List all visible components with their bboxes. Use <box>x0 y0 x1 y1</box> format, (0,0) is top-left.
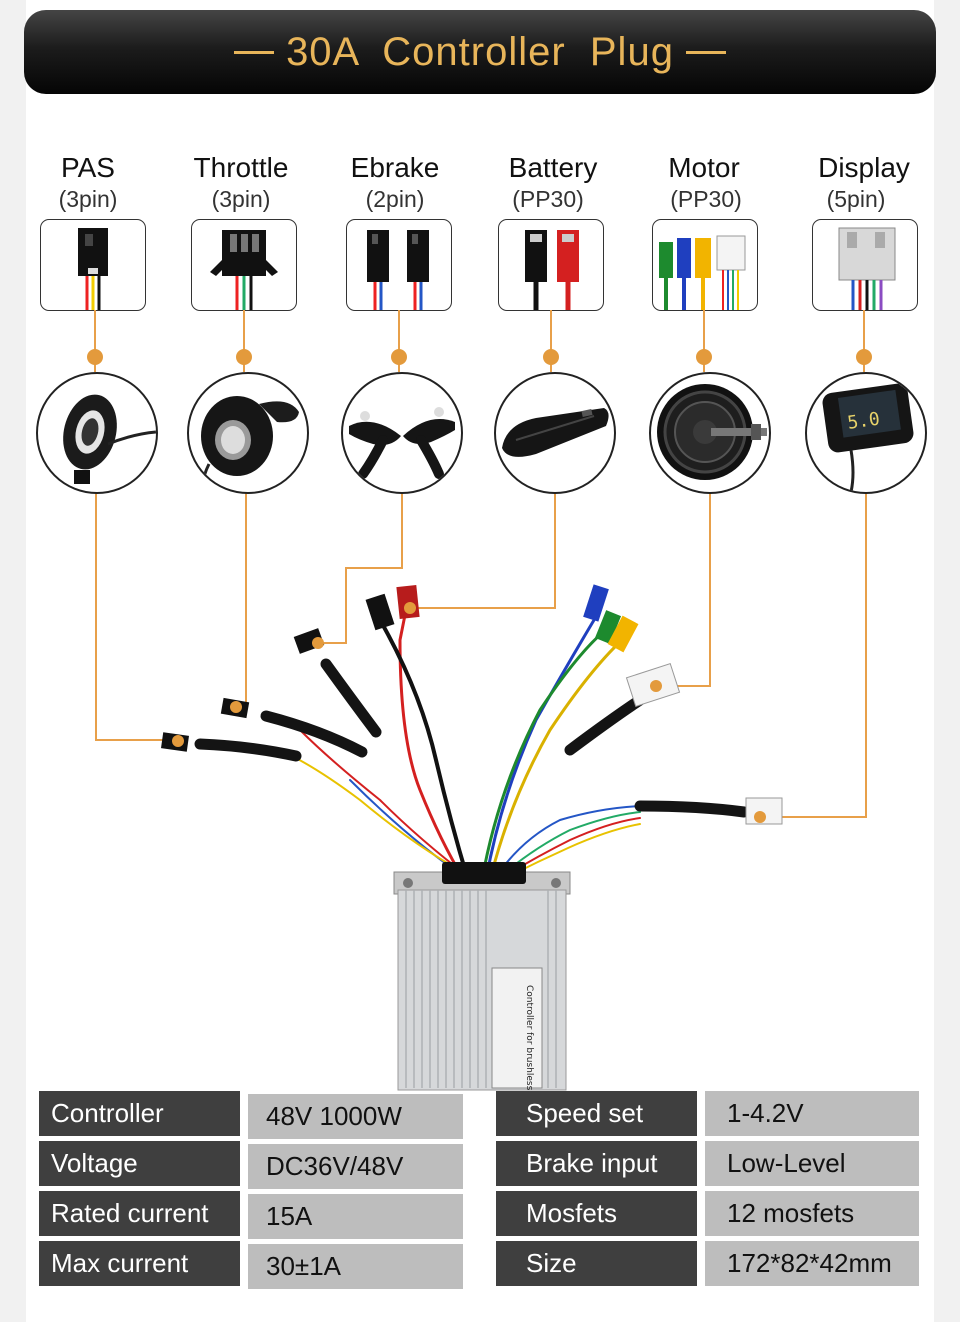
thumb-throttle-icon <box>187 372 309 494</box>
display-cable <box>634 800 750 818</box>
pas-junction-dot <box>87 349 103 365</box>
motor-hall-cable <box>564 694 646 756</box>
ebrake-connector-icon <box>346 219 452 311</box>
throttle-plug-dot <box>230 701 242 713</box>
display-screen-readout: 5.0 <box>846 408 881 433</box>
motor-route-line <box>656 492 711 687</box>
plug-pins-throttle: (3pin) <box>211 186 271 212</box>
ebrake-plug-icon <box>293 628 325 654</box>
pas-connector-icon <box>40 219 146 311</box>
title-dash-left <box>234 50 275 54</box>
motor-junction-dot <box>696 349 712 365</box>
motor-green-wire <box>480 626 610 882</box>
pas-yellow-wire <box>289 754 475 879</box>
throttle-red-wire <box>299 729 471 879</box>
throttle-plug-icon <box>220 697 250 719</box>
motor-blue-plug-icon <box>583 584 609 622</box>
hub-motor-icon <box>649 372 771 494</box>
display-connector-icon <box>812 219 918 311</box>
plug-pins-battery: (PP30) <box>512 186 584 212</box>
motor-yellow-wire <box>488 638 624 882</box>
battery-plug-dot <box>404 602 416 614</box>
spec-label-speed-set: Speed set <box>496 1091 697 1136</box>
spec-value-rated-current: 15A <box>248 1194 463 1239</box>
controller-box-icon: Controller for brushless <box>393 862 571 1091</box>
title-dash-right <box>685 50 726 54</box>
pas-route-line <box>95 492 178 741</box>
ebrake-route-line <box>318 492 403 644</box>
ebrake-plug-dot <box>312 637 324 649</box>
display-plug-icon <box>745 797 783 825</box>
throttle-junction-dot <box>236 349 252 365</box>
plug-pins-display: (5pin) <box>826 186 886 212</box>
page-title: 30A Controller Plug <box>286 29 674 74</box>
display-green-wire <box>493 811 641 883</box>
throttle-route-line <box>236 492 247 708</box>
display-junction-dot <box>856 349 872 365</box>
plug-pins-pas: (3pin) <box>58 186 118 212</box>
ebrake-blue-wire <box>349 779 467 879</box>
display-plug-dot <box>754 811 766 823</box>
spec-label-brake-input: Brake input <box>496 1141 697 1186</box>
spec-value-controller: 48V 1000W <box>248 1094 463 1139</box>
pas-plug-dot <box>172 735 184 747</box>
pas-cable <box>194 738 302 762</box>
motor-blue-wire <box>484 608 602 882</box>
plug-pins-ebrake: (2pin) <box>365 186 425 212</box>
battery-junction-dot <box>543 349 559 365</box>
spec-value-speed-set: 1-4.2V <box>705 1091 919 1136</box>
spec-label-voltage: Voltage <box>39 1141 240 1186</box>
title-banner: 30A Controller Plug <box>24 10 936 94</box>
plug-name-pas: PAS <box>61 152 115 183</box>
spec-value-size: 172*82*42mm <box>705 1241 919 1286</box>
brake-lever-icon <box>341 372 463 494</box>
spec-label-controller: Controller <box>39 1091 240 1136</box>
pas-plug-icon <box>161 732 189 752</box>
spec-value-voltage: DC36V/48V <box>248 1144 463 1189</box>
ebrake-junction-dot <box>391 349 407 365</box>
spec-value-brake-input: Low-Level <box>705 1141 919 1186</box>
battery-route-line <box>410 492 556 609</box>
plug-name-motor: Motor <box>668 152 740 183</box>
spec-label-size: Size <box>496 1241 697 1286</box>
battery-negative-plug-icon <box>365 593 395 631</box>
throttle-cable <box>260 710 368 758</box>
motor-plug-dot <box>650 680 662 692</box>
spec-label-rated-current: Rated current <box>39 1191 240 1236</box>
pas-sensor-icon <box>36 372 158 494</box>
plug-name-battery: Battery <box>508 152 598 183</box>
battery-negative-wire <box>378 618 470 882</box>
motor-yellow-plug-icon <box>607 615 639 653</box>
battery-connector-icon <box>498 219 604 311</box>
display-blue-wire <box>493 805 641 881</box>
battery-positive-wire <box>398 598 466 882</box>
throttle-connector-icon <box>191 219 297 311</box>
motor-connector-icon <box>652 219 758 311</box>
display-red-wire <box>491 817 641 885</box>
spec-label-max-current: Max current <box>39 1241 240 1286</box>
plug-name-throttle: Throttle <box>193 152 289 183</box>
battery-positive-plug-icon <box>396 585 420 619</box>
controller-sticker-label: Controller for brushless <box>524 985 534 1091</box>
motor-green-plug-icon <box>594 610 622 644</box>
ebrake-cable <box>320 658 382 738</box>
plug-name-ebrake: Ebrake <box>350 152 440 183</box>
left-margin-strip <box>0 0 26 1322</box>
right-margin-strip <box>934 0 960 1322</box>
display-route-line <box>760 492 867 818</box>
battery-pack-icon <box>494 372 616 494</box>
display-yellow-wire <box>489 823 641 887</box>
plug-pins-motor: (PP30) <box>670 186 742 212</box>
spec-label-mosfets: Mosfets <box>496 1191 697 1236</box>
lcd-display-icon: 5.0 <box>805 372 927 494</box>
motor-hall-plug-icon <box>625 662 681 708</box>
spec-value-max-current: 30±1A <box>248 1244 463 1289</box>
plug-name-display: Display <box>818 152 910 183</box>
spec-value-mosfets: 12 mosfets <box>705 1191 919 1236</box>
